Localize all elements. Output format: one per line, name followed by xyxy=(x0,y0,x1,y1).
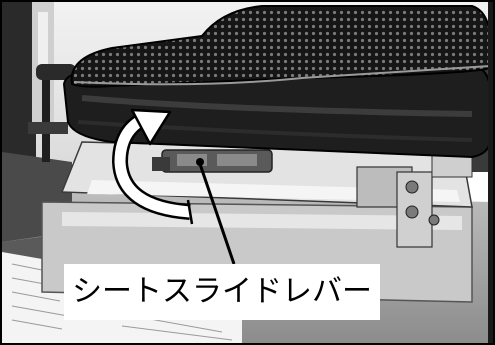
seat-slide-lever-label: シートスライドレバー xyxy=(64,264,380,320)
left-frame-post xyxy=(2,2,36,172)
left-lever xyxy=(42,72,50,162)
right-mechanism xyxy=(356,151,473,248)
callout-pointer-line xyxy=(198,163,236,265)
curved-arrow-icon xyxy=(111,108,194,225)
